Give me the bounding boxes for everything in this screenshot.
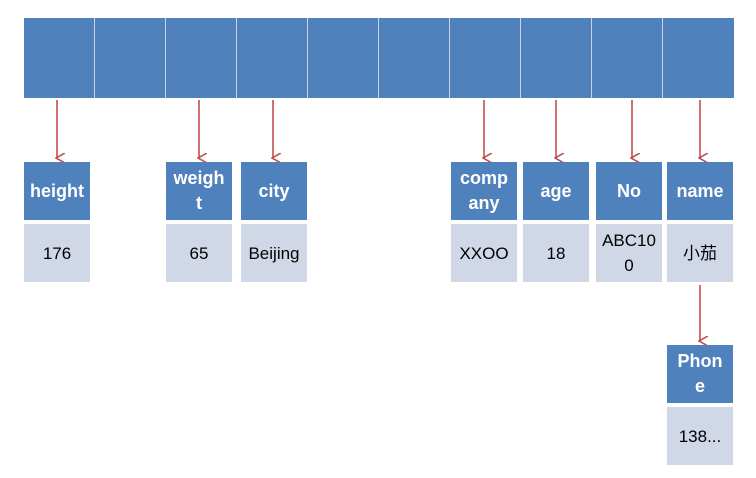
array-slot-6 — [450, 18, 521, 98]
array-slot-9 — [663, 18, 734, 98]
array-slot-7 — [521, 18, 592, 98]
array-slot-3 — [237, 18, 308, 98]
key-age: age — [523, 162, 589, 220]
array-slot-0 — [24, 18, 95, 98]
key-name: name — [667, 162, 733, 220]
key-no: No — [596, 162, 662, 220]
array-slot-5 — [379, 18, 450, 98]
value-age: 18 — [523, 224, 589, 282]
array-slot-2 — [166, 18, 237, 98]
key-phone: Phone — [667, 345, 733, 403]
value-phone: 138... — [667, 407, 733, 465]
key-height: height — [24, 162, 90, 220]
value-height: 176 — [24, 224, 90, 282]
array-slot-1 — [95, 18, 166, 98]
value-weight: 65 — [166, 224, 232, 282]
array-slot-4 — [308, 18, 379, 98]
key-company: company — [451, 162, 517, 220]
value-company: XXOO — [451, 224, 517, 282]
value-no: ABC100 — [596, 224, 662, 282]
key-weight: weight — [166, 162, 232, 220]
value-city: Beijing — [241, 224, 307, 282]
array-slot-8 — [592, 18, 663, 98]
value-name: 小茄 — [667, 224, 733, 282]
key-city: city — [241, 162, 307, 220]
